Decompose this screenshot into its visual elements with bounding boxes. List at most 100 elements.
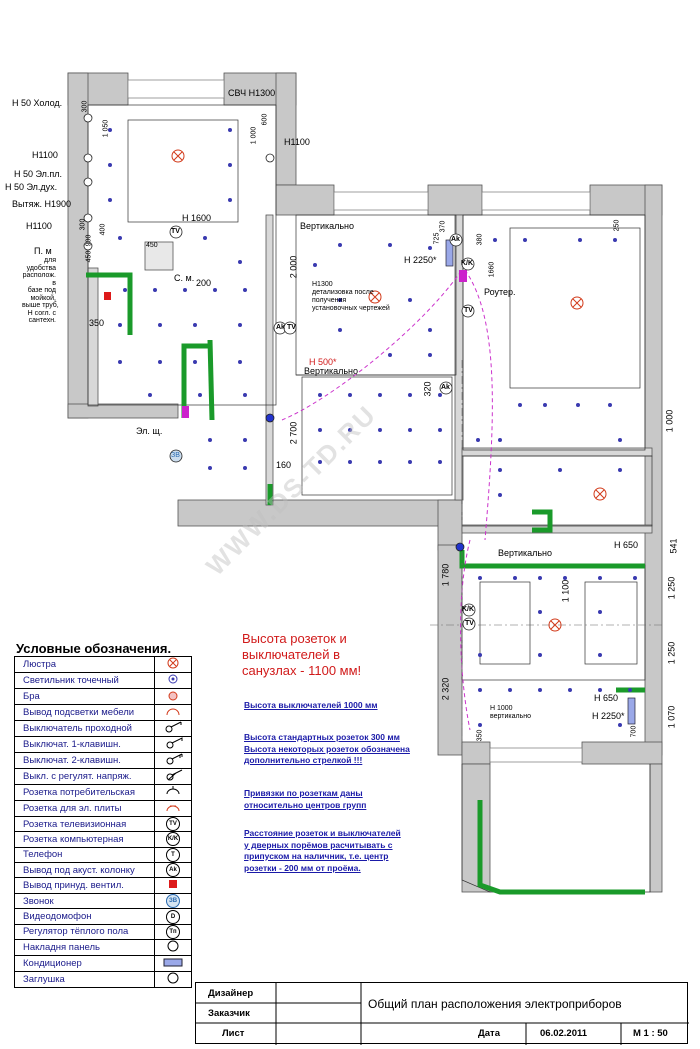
label-h1300-note: Н1300 детализовка после получения устано… bbox=[312, 281, 390, 313]
spotlight-icon bbox=[313, 263, 317, 267]
label-h50-oven: Н 50 Эл.дух. bbox=[5, 182, 58, 192]
spotlight-icon bbox=[203, 236, 207, 240]
legend-row: Вывод подсветки мебели bbox=[14, 704, 192, 721]
stove-socket-icon bbox=[162, 801, 184, 816]
switch-1-icon bbox=[154, 736, 192, 753]
spotlight-icon bbox=[123, 288, 127, 292]
dim-1070: 1 070 bbox=[666, 705, 677, 729]
spotlight-icon bbox=[108, 128, 112, 132]
spotlight-icon bbox=[198, 393, 202, 397]
legend-label: Выключатель проходной bbox=[14, 720, 155, 737]
speaker-icon: Ak bbox=[166, 863, 180, 878]
spotlight-icon bbox=[183, 288, 187, 292]
spotlight-icon bbox=[238, 260, 242, 264]
legend-label: Накладня панель bbox=[14, 939, 155, 957]
spotlight-icon bbox=[238, 360, 242, 364]
dim-2700: 2 700 bbox=[288, 421, 299, 445]
legend-label: Выключат. 2-клавишн. bbox=[14, 752, 155, 769]
dim-350b: 350 bbox=[476, 729, 484, 742]
pm-note-line: сантехн. bbox=[28, 317, 56, 324]
spotlight-icon bbox=[348, 393, 352, 397]
spotlight-icon bbox=[598, 576, 602, 580]
legend-title: Условные обозначения. bbox=[16, 641, 172, 656]
spotlight-icon bbox=[338, 298, 342, 302]
kk-symbol: K/K bbox=[461, 260, 474, 267]
note-red: Высота розеток и выключателей в санузлах… bbox=[242, 631, 361, 679]
dim-350: 350 bbox=[89, 318, 105, 328]
label-h2250-b: Н 2250* bbox=[592, 711, 625, 721]
dim-300: 300 bbox=[81, 100, 89, 113]
plug-icon bbox=[154, 971, 192, 989]
devices-red bbox=[104, 292, 111, 300]
label-h1600: Н 1600 bbox=[182, 213, 212, 223]
label-h50-fridge: Н 50 Холод. bbox=[12, 98, 63, 108]
spotlight-icon bbox=[618, 723, 622, 727]
spotlight-icon bbox=[408, 428, 412, 432]
stamp-date: 06.02.2011 bbox=[540, 1028, 588, 1039]
devices-magenta bbox=[182, 270, 467, 418]
spotlight-icon bbox=[576, 403, 580, 407]
label-el-shch: Эл. щ. bbox=[136, 426, 163, 436]
spotlight-icon bbox=[568, 688, 572, 692]
dim-370: 370 bbox=[439, 220, 447, 233]
panel-icon bbox=[162, 940, 184, 955]
spotlight-icon bbox=[538, 688, 542, 692]
ac-icon bbox=[154, 955, 192, 973]
h1300-note-line: детализовка после bbox=[312, 289, 374, 296]
pm-note-line: Н согл. с bbox=[27, 309, 56, 317]
bell-symbol: ЗВ bbox=[171, 452, 180, 459]
spotlight-icon bbox=[608, 403, 612, 407]
spotlight-icon bbox=[158, 360, 162, 364]
legend-label: Заглушка bbox=[14, 971, 155, 989]
spotlight-icon bbox=[228, 198, 232, 202]
spotlight-icon bbox=[388, 243, 392, 247]
spotlight-icon bbox=[428, 246, 432, 250]
label-sm: С. м. bbox=[174, 273, 195, 283]
chandelier-icon bbox=[154, 656, 192, 673]
tv-symbol: TV bbox=[464, 307, 473, 314]
spotlight-icon bbox=[118, 236, 122, 240]
spotlight-icon bbox=[538, 610, 542, 614]
note-socket-height: Высота стандартных розеток 300 мм Высота… bbox=[244, 732, 410, 767]
dim-1250a: 1 250 bbox=[666, 576, 677, 600]
switch-2-icon bbox=[154, 752, 192, 769]
legend-label: Люстра bbox=[14, 656, 155, 673]
note-anchors: Привязки по розеткам даны относительно ц… bbox=[244, 788, 366, 811]
spotlight-icon bbox=[498, 438, 502, 442]
note-door-distance: Расстояние розеток и выключателей у двер… bbox=[244, 828, 401, 874]
pm-note-line: в bbox=[52, 279, 56, 287]
spotlight-icon bbox=[408, 298, 412, 302]
ak-symbol: Ak bbox=[276, 324, 285, 331]
spotlight-icon bbox=[598, 610, 602, 614]
legend-row: Накладня панель bbox=[14, 939, 192, 957]
chandeliers bbox=[171, 149, 607, 632]
dim-1000: 1 000 bbox=[250, 126, 258, 145]
legend-row: Заглушка bbox=[14, 971, 192, 989]
spotlight-icon bbox=[476, 438, 480, 442]
legend-label: Розетка телевизионная bbox=[14, 815, 155, 833]
ak-symbol: Ak bbox=[451, 236, 460, 243]
spotlight-icon bbox=[108, 198, 112, 202]
dimmer-icon bbox=[162, 769, 184, 784]
spotlight-icon bbox=[438, 428, 442, 432]
stamp-title: Общий план расположения электроприборов bbox=[368, 997, 622, 1011]
spotlight-icon bbox=[498, 493, 502, 497]
spotlight-icon bbox=[338, 328, 342, 332]
dim-200: 200 bbox=[196, 278, 212, 288]
wall-lamp-icon bbox=[162, 689, 184, 704]
furniture-light-icon bbox=[162, 705, 184, 720]
legend-row: Розетка потребительская bbox=[14, 784, 192, 801]
spotlight-icon bbox=[108, 163, 112, 167]
wall-lamp-icon bbox=[154, 688, 192, 705]
spotlight-icon bbox=[538, 653, 542, 657]
dim-1000b: 1 000 bbox=[664, 409, 675, 433]
label-vert-1: Вертикально bbox=[300, 221, 355, 231]
spotlight-icon bbox=[513, 576, 517, 580]
phone-icon: T bbox=[166, 847, 180, 862]
spotlight-icon bbox=[228, 128, 232, 132]
